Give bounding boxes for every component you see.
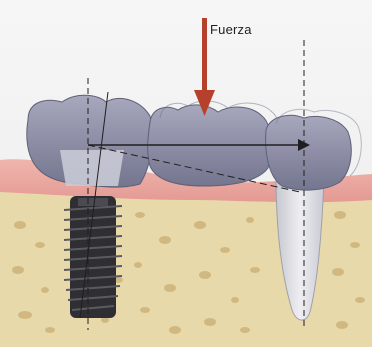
force-label: Fuerza [210,22,252,37]
natural-tooth-crown [266,115,352,190]
abutment [60,150,124,186]
